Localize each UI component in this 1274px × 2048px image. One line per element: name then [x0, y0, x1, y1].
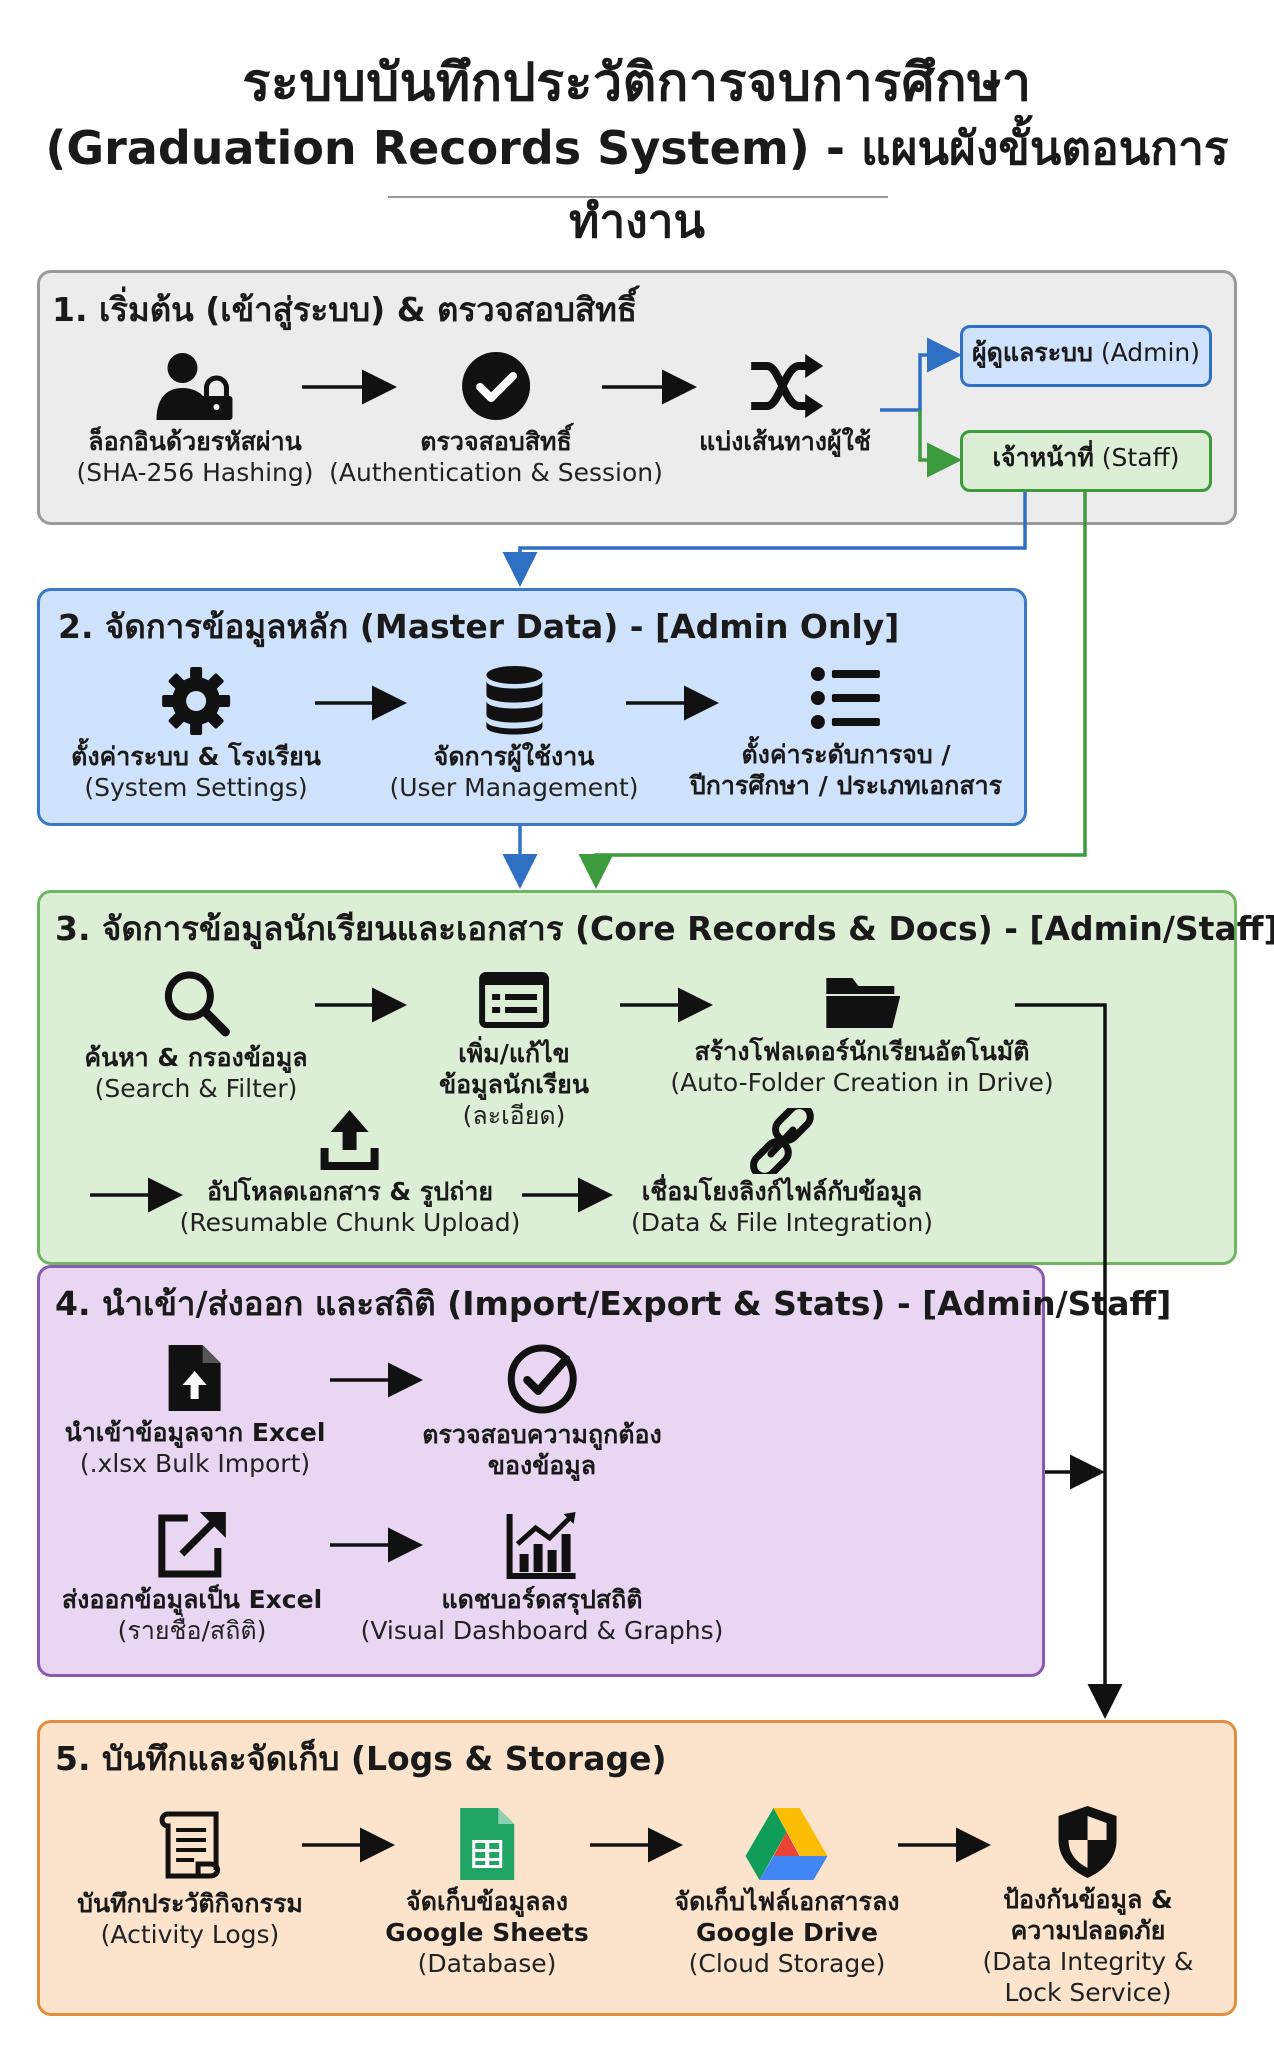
title-divider: [388, 196, 888, 198]
role-staff-thai: เจ้าหน้าที่: [992, 443, 1094, 472]
user-lock-icon: [156, 353, 232, 420]
node-label-thai: ล็อกอินด้วยรหัสผ่าน: [88, 427, 302, 456]
node-label-english: (User Management): [389, 773, 639, 802]
node-label-english: (Auto-Folder Creation in Drive): [670, 1068, 1054, 1097]
node-login: ล็อกอินด้วยรหัสผ่าน (SHA-256 Hashing): [76, 350, 314, 488]
node-auto-folder: สร้างโฟลเดอร์นักเรียนอัตโนมัติ (Auto-Fol…: [670, 970, 1054, 1098]
node-label-thai: นำเข้าข้อมูลจาก Excel: [64, 1418, 326, 1447]
node-label-english: (ละเอียด): [462, 1101, 566, 1130]
section-title-3: 3. จัดการข้อมูลนักเรียนและเอกสาร (Core R…: [55, 909, 1274, 948]
node-dashboard: แดชบอร์ดสรุปสถิติ (Visual Dashboard & Gr…: [360, 1510, 724, 1646]
folder-icon: [825, 978, 900, 1028]
gear-icon: [162, 667, 230, 735]
node-data-security: ป้องกันข้อมูล & ความปลอดภัย (Data Integr…: [982, 1804, 1194, 2008]
node-label-english: (.xlsx Bulk Import): [79, 1449, 311, 1478]
section-title-5: 5. บันทึกและจัดเก็บ (Logs & Storage): [55, 1739, 667, 1778]
node-label-thai: อัปโหลดเอกสาร & รูปถ่าย: [206, 1177, 494, 1206]
node-label-english: (Cloud Storage): [688, 1949, 886, 1978]
role-admin-english: (Admin): [1100, 338, 1201, 367]
node-label-english-line2: Lock Service): [1004, 1978, 1172, 2007]
check-circle-icon: [462, 352, 530, 420]
google-drive-icon: [745, 1808, 828, 1880]
shield-icon: [1059, 1806, 1117, 1878]
node-google-sheets: จัดเก็บข้อมูลลง Google Sheets (Database): [385, 1806, 589, 1979]
node-label-thai: จัดการผู้ใช้งาน: [433, 742, 595, 771]
node-label-english: (Search & Filter): [94, 1074, 298, 1103]
upload-icon: [321, 1110, 379, 1170]
form-icon: [479, 972, 549, 1028]
section-title-2: 2. จัดการข้อมูลหลัก (Master Data) - [Adm…: [58, 607, 900, 646]
node-edit-student: เพิ่ม/แก้ไข ข้อมูลนักเรียน (ละเอียด): [439, 972, 589, 1131]
node-grad-settings: ตั้งค่าระดับการจบ / ปีการศึกษา / ประเภทเ…: [690, 665, 1002, 801]
node-label-english: (Data & File Integration): [630, 1208, 934, 1237]
node-activity-logs: บันทึกประวัติกิจกรรม (Activity Logs): [77, 1808, 303, 1950]
diagram-title-english: (Graduation Records System) - แผนผังขั้น…: [45, 121, 1229, 248]
section-logs-storage: [37, 1720, 1237, 2016]
node-search: ค้นหา & กรองข้อมูล (Search & Filter): [84, 968, 308, 1104]
node-label-thai-line2: ของข้อมูล: [487, 1451, 597, 1480]
node-label-thai: ส่งออกข้อมูลเป็น Excel: [61, 1585, 323, 1614]
node-label-thai: ตรวจสอบความถูกต้อง: [422, 1420, 662, 1449]
node-upload: อัปโหลดเอกสาร & รูปถ่าย (Resumable Chunk…: [179, 1108, 521, 1238]
node-label-thai: บันทึกประวัติกิจกรรม: [77, 1889, 303, 1918]
node-label-english: (System Settings): [84, 773, 308, 802]
node-label-english: (SHA-256 Hashing): [76, 458, 314, 487]
node-auth: ตรวจสอบสิทธิ์ (Authentication & Session): [329, 350, 663, 488]
node-excel-import: นำเข้าข้อมูลจาก Excel (.xlsx Bulk Import…: [64, 1343, 326, 1479]
check-outline-icon: [507, 1344, 577, 1414]
section-import-export: [37, 1265, 1045, 1677]
chart-icon: [506, 1512, 576, 1579]
section-title-4: 4. นำเข้า/ส่งออก และสถิติ (Import/Export…: [55, 1284, 1172, 1323]
file-import-icon: [169, 1345, 221, 1411]
node-label-english: (Data Integrity &: [982, 1947, 1194, 1976]
node-label-thai: แดชบอร์ดสรุปสถิติ: [441, 1585, 643, 1614]
node-label-thai: ตั้งค่าระบบ & โรงเรียน: [71, 742, 321, 771]
node-label-thai-line2: ความปลอดภัย: [1010, 1916, 1166, 1945]
search-icon: [164, 971, 230, 1037]
google-sheets-icon: [459, 1808, 514, 1880]
node-label-thai: ตรวจสอบสิทธิ์: [420, 427, 572, 456]
node-label-thai: สร้างโฟลเดอร์นักเรียนอัตโนมัติ: [694, 1037, 1030, 1066]
shuffle-icon: [750, 354, 823, 418]
node-label-english: (Authentication & Session): [329, 458, 663, 487]
node-system-settings: ตั้งค่าระบบ & โรงเรียน (System Settings): [71, 665, 321, 803]
diagram-title-thai: ระบบบันทึกประวัติการจบการศึกษา: [242, 53, 1032, 113]
node-label-english: (Activity Logs): [100, 1920, 280, 1949]
role-staff-english: (Staff): [1101, 443, 1180, 472]
node-label-english: (Visual Dashboard & Graphs): [360, 1616, 724, 1645]
role-staff: เจ้าหน้าที่ (Staff): [960, 430, 1212, 492]
node-validate: ตรวจสอบความถูกต้อง ของข้อมูล: [422, 1343, 662, 1481]
node-label-thai: ตั้งค่าระดับการจบ /: [741, 740, 951, 769]
link-icon: [750, 1108, 814, 1174]
node-label-thai: แบ่งเส้นทางผู้ใช้: [699, 427, 871, 456]
node-file-link: เชื่อมโยงลิงก์ไฟล์กับข้อมูล (Data & File…: [631, 1108, 933, 1238]
node-label-thai-line2: ข้อมูลนักเรียน: [439, 1070, 589, 1099]
node-label-thai-line2: Google Sheets: [385, 1918, 589, 1947]
section-title-1: 1. เริ่มต้น (เข้าสู่ระบบ) & ตรวจสอบสิทธิ…: [52, 290, 637, 329]
node-user-management: จัดการผู้ใช้งาน (User Management): [389, 665, 639, 803]
node-label-thai-line2: Google Drive: [696, 1918, 878, 1947]
node-label-thai: จัดเก็บไฟล์เอกสารลง: [674, 1887, 900, 1916]
list-icon: [811, 667, 880, 729]
node-route: แบ่งเส้นทางผู้ใช้: [699, 350, 871, 457]
export-icon: [158, 1512, 226, 1578]
node-label-english: (Resumable Chunk Upload): [179, 1208, 521, 1237]
node-excel-export: ส่งออกข้อมูลเป็น Excel (รายชื่อ/สถิติ): [62, 1510, 322, 1646]
node-label-english: (Database): [417, 1949, 557, 1978]
node-label-thai-line2: ปีการศึกษา / ประเภทเอกสาร: [689, 771, 1003, 800]
node-label-thai: เชื่อมโยงลิงก์ไฟล์กับข้อมูล: [641, 1177, 923, 1206]
scroll-icon: [159, 1811, 220, 1879]
node-label-thai: เพิ่ม/แก้ไข: [458, 1039, 570, 1068]
node-label-thai: ป้องกันข้อมูล &: [1003, 1885, 1173, 1914]
node-label-thai: จัดเก็บข้อมูลลง: [406, 1887, 568, 1916]
database-icon: [486, 666, 542, 735]
node-label-english: (รายชื่อ/สถิติ): [117, 1616, 267, 1645]
node-google-drive: จัดเก็บไฟล์เอกสารลง Google Drive (Cloud …: [674, 1806, 900, 1979]
role-admin-thai: ผู้ดูแลระบบ: [971, 338, 1093, 367]
node-label-thai: ค้นหา & กรองข้อมูล: [84, 1043, 308, 1072]
role-admin: ผู้ดูแลระบบ (Admin): [960, 325, 1212, 387]
